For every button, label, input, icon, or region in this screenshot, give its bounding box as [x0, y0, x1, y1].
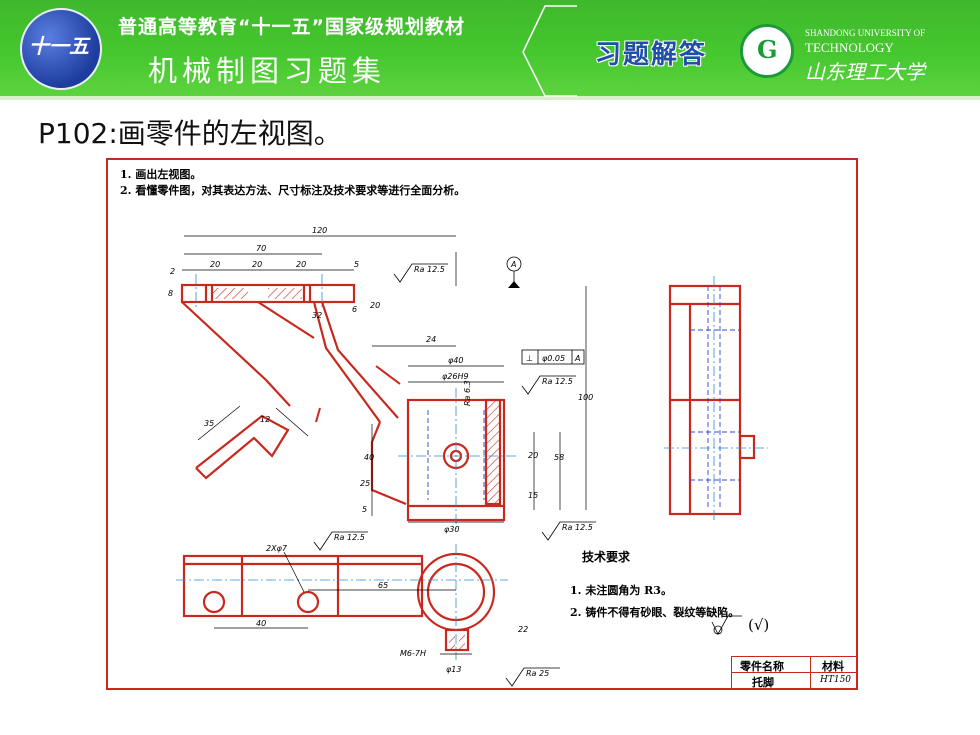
dim-40: 40 — [364, 453, 374, 462]
drawing-sheet: 1. 画出左视图。 2. 看懂零件图，对其表达方法、尺寸标注及技术要求等进行全面… — [106, 158, 858, 690]
dim-5: 5 — [354, 260, 359, 269]
header-banner — [0, 0, 980, 98]
part-name-header: 零件名称 — [740, 660, 784, 673]
series-title: 普通高等教育“十一五”国家级规划教材 — [118, 16, 465, 38]
dim-70: 70 — [256, 244, 266, 253]
university-en-line2: TECHNOLOGY — [805, 40, 894, 55]
book-title: 机械制图习题集 — [148, 54, 387, 88]
dim-100: 100 — [578, 393, 593, 402]
dim-2: 2 — [170, 267, 175, 276]
dim-120: 120 — [312, 226, 327, 235]
dim-20a: 20 — [210, 260, 220, 269]
banner-divider — [0, 96, 980, 100]
university-logo: G — [740, 24, 794, 78]
dim-m6: M6-7H — [400, 649, 426, 658]
dim-d40: φ40 — [448, 356, 463, 365]
tech-req-2: 2. 铸件不得有砂眼、裂纹等缺陷。 — [570, 606, 740, 619]
dim-d30: φ30 — [444, 525, 459, 534]
tolerance-datum: A — [574, 354, 580, 363]
dim-58: 58 — [554, 453, 564, 462]
banner-chevron-divider — [522, 5, 577, 97]
part-name: 托脚 — [752, 676, 774, 689]
dim-20b: 20 — [252, 260, 262, 269]
dim-d26h9: φ26H9 — [442, 372, 469, 381]
dim-5b: 5 — [362, 505, 367, 514]
dim-25: 25 — [360, 479, 370, 488]
dim-8: 8 — [168, 289, 173, 298]
front-hidden-lines — [427, 410, 485, 500]
material-header: 材料 — [822, 660, 844, 673]
dim-d13: φ13 — [446, 665, 461, 674]
dim-20c: 20 — [296, 260, 306, 269]
university-en-line1: SHANDONG UNIVERSITY OF — [805, 28, 926, 38]
page-title: P102:画零件的左视图。 — [38, 117, 342, 150]
tolerance-symbol: ⊥ — [526, 354, 533, 363]
roughness-2: Ra 12.5 — [542, 377, 573, 386]
dim-24: 24 — [426, 335, 436, 344]
title-block: 零件名称 材料 托脚 HT150 — [731, 656, 857, 689]
tech-req-title: 技术要求 — [582, 550, 631, 564]
front-center-lines — [195, 274, 518, 532]
roughness-6: Ra 25 — [526, 669, 549, 678]
datum-label: A — [510, 260, 516, 269]
dim-35: 35 — [204, 419, 214, 428]
dim-2xd7: 2Xφ7 — [266, 544, 288, 553]
front-dimension-lines — [182, 235, 587, 523]
roughness-1: Ra 12.5 — [414, 265, 445, 274]
roughness-5: Ra 12.5 — [334, 533, 365, 542]
tolerance-value: φ0.05 — [542, 354, 565, 363]
dim-12: 12 — [260, 415, 270, 424]
top-view — [182, 552, 496, 652]
textbook-logo — [20, 8, 102, 90]
tech-req-1: 1. 未注圆角为 R3。 — [570, 584, 672, 597]
material: HT150 — [820, 675, 852, 685]
dim-20v: 20 — [370, 301, 380, 310]
dim-40b: 40 — [256, 619, 266, 628]
default-roughness: (√) — [748, 616, 770, 634]
side-view — [668, 284, 756, 516]
engineering-drawing: 120 70 20 20 20 5 2 8 32 6 20 24 φ40 φ26… — [168, 226, 768, 687]
roughness-3: Ra 6.3 — [463, 380, 472, 406]
university-cn: 山东理工大学 — [805, 60, 925, 84]
instruction-2: 2. 看懂零件图，对其表达方法、尺寸标注及技术要求等进行全面分析。 — [120, 184, 466, 197]
dim-6: 6 — [352, 305, 357, 314]
dim-65: 65 — [378, 581, 388, 590]
dim-15: 15 — [528, 491, 538, 500]
textbook-logo-text: 十一五 — [29, 34, 89, 58]
dim-22: 22 — [518, 625, 528, 634]
roughness-4: Ra 12.5 — [562, 523, 593, 532]
dim-20w: 20 — [528, 451, 538, 460]
answers-label: 习题解答 — [595, 40, 708, 70]
instruction-1: 1. 画出左视图。 — [120, 168, 202, 181]
dim-32: 32 — [312, 311, 322, 320]
university-logo-glyph: G — [757, 35, 778, 64]
